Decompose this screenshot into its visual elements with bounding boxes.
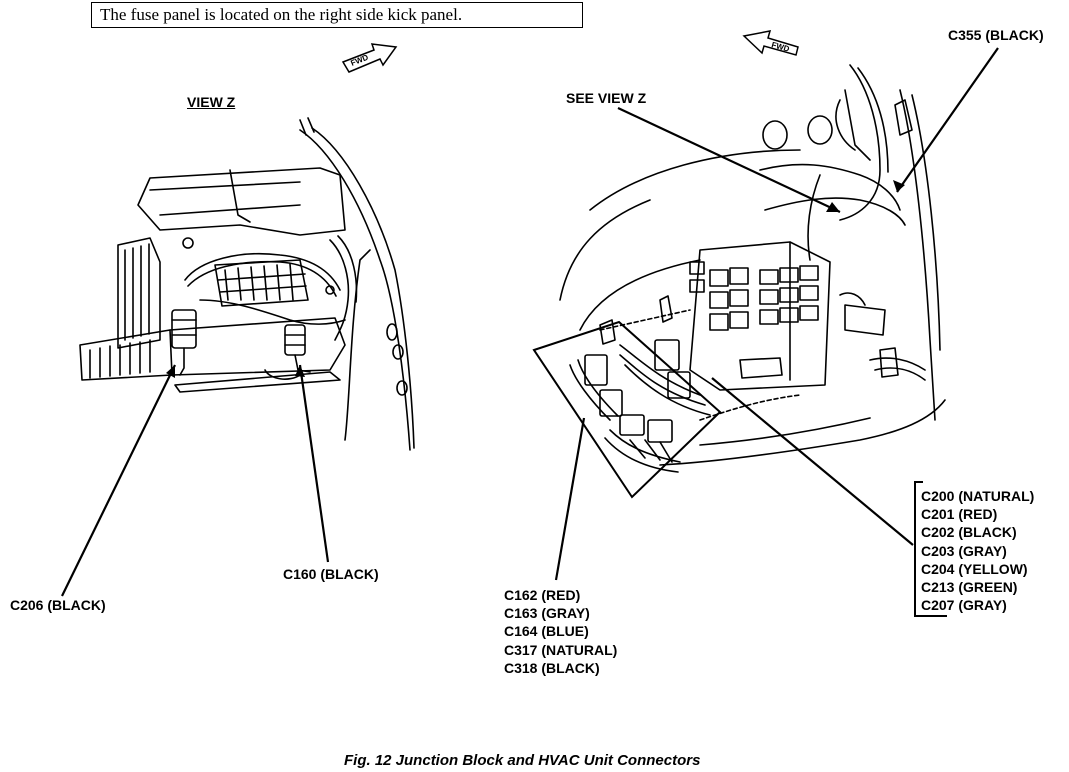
see-view-z-label: SEE VIEW Z (566, 90, 647, 106)
view-z-drawing (79, 117, 415, 451)
connector-label: C164 (BLUE) (504, 623, 589, 640)
connector-label: C203 (GRAY) (921, 542, 1007, 559)
figure-caption: Fig. 12 Junction Block and HVAC Unit Con… (344, 752, 701, 769)
connector-label: C162 (RED) (504, 587, 581, 603)
c206-label: C206 (BLACK) (10, 597, 106, 613)
connector-label: C204 (YELLOW) (921, 560, 1028, 577)
connector-group-right: C200 (NATURAL) C201 (RED) C202 (BLACK) C… (921, 487, 1034, 614)
connector-label: C207 (GRAY) (921, 597, 1007, 614)
fwd-arrow-right: FWD (742, 30, 799, 56)
connector-label: C200 (NATURAL) (921, 488, 1035, 504)
fwd-arrow-left: FWD (341, 43, 398, 73)
connector-label: C213 (GREEN) (921, 579, 1018, 596)
connector-group-left: C162 (RED) C163 (GRAY) C164 (BLUE) C317 … (504, 586, 617, 677)
c355-label: C355 (BLACK) (948, 27, 1044, 43)
view-z-label: VIEW Z (187, 94, 236, 110)
svg-text:FWD: FWD (770, 40, 790, 53)
connector-label: C317 (NATURAL) (504, 641, 618, 658)
connector-label: C318 (BLACK) (504, 659, 600, 676)
connector-label: C163 (GRAY) (504, 605, 590, 622)
caption-box: The fuse panel is located on the right s… (91, 2, 583, 28)
connector-label: C201 (RED) (921, 506, 998, 523)
c160-label: C160 (BLACK) (283, 566, 379, 582)
connector-label: C202 (BLACK) (921, 524, 1017, 541)
